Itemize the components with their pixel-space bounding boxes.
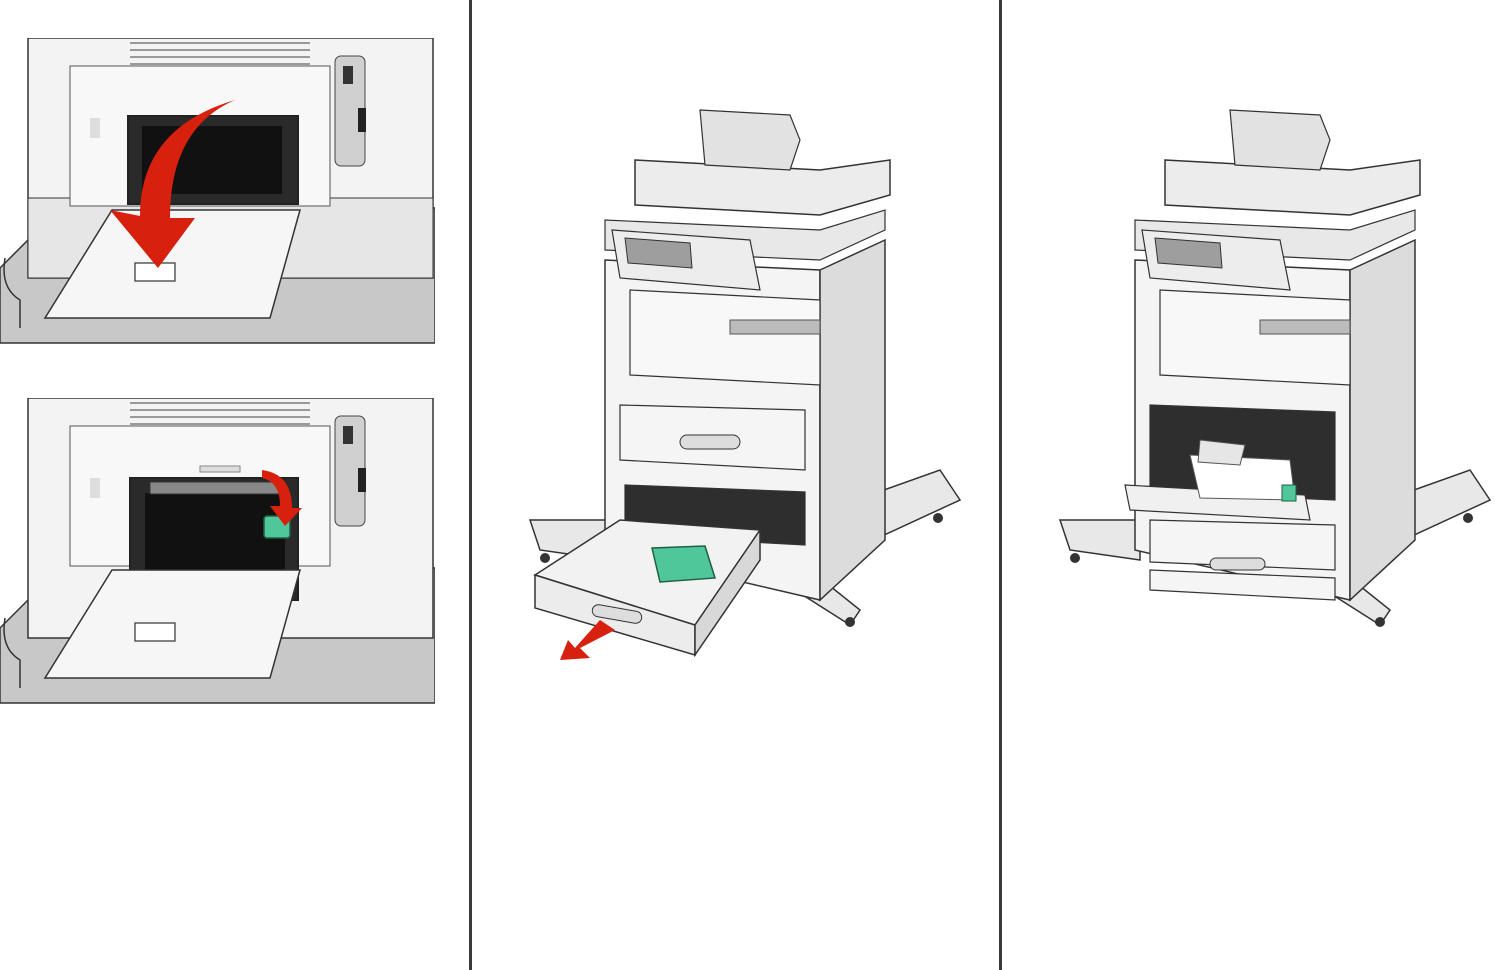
panel-tray-removed-jam bbox=[1050, 100, 1495, 640]
printer-jam-illustration bbox=[1050, 100, 1495, 640]
panel-divider-right bbox=[999, 0, 1002, 970]
tray-guide-green bbox=[652, 546, 715, 582]
rear-latch-illustration bbox=[0, 398, 435, 708]
panel-tray-pull-out bbox=[520, 100, 980, 680]
panel-rear-door-open bbox=[0, 38, 435, 348]
panel-divider-left bbox=[469, 0, 472, 970]
rear-door-open-illustration bbox=[0, 38, 435, 348]
panel-rear-latch-press bbox=[0, 398, 435, 708]
printer-tray-pull-illustration bbox=[520, 100, 980, 680]
